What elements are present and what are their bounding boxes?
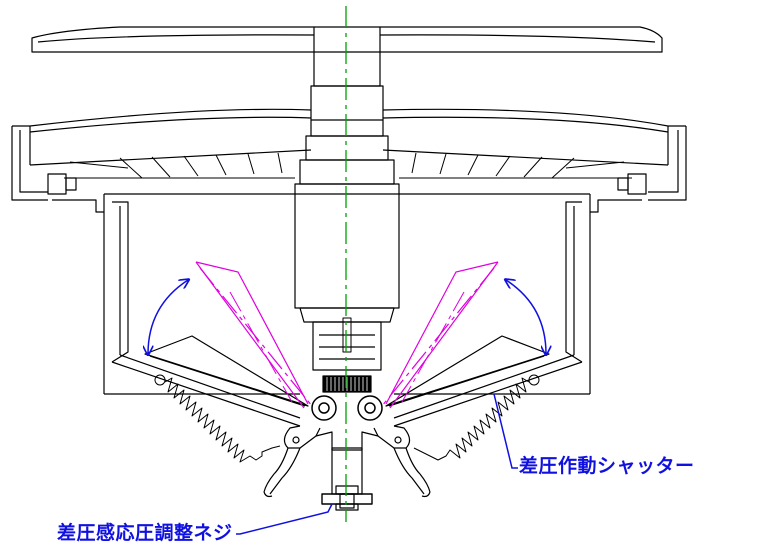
top-knob-cap: [31, 26, 663, 53]
flap-alt-position-right: [381, 261, 499, 409]
pressure-adjust-screw: [321, 493, 373, 511]
coil-spring-left: [154, 374, 281, 463]
linkage-bracket: [263, 425, 431, 498]
curved-double-arrow-icon: [148, 280, 188, 354]
knurled-adjust-nut: [322, 375, 372, 393]
shutter-leader-line: [493, 393, 518, 469]
screw-callout-label: 差圧感応圧調整ネジ: [57, 522, 233, 544]
grille-slats: [64, 152, 632, 179]
shutter-flap-left: [144, 335, 309, 407]
knob-shaft: [294, 51, 400, 371]
flap-alt-position-left: [195, 261, 313, 409]
pivot-bolt-left: [311, 395, 337, 421]
screw-leader-line: [236, 503, 333, 535]
coil-spring-right: [413, 374, 540, 461]
dome-lid: [11, 108, 687, 201]
shutter-flap-right: [385, 335, 550, 407]
pivot-bolt-right: [357, 395, 383, 421]
lid-latch-left: [47, 173, 77, 195]
curved-double-arrow-icon: [506, 280, 546, 354]
shutter-callout-label: 差圧作動シャッター: [519, 455, 695, 477]
lid-latch-right: [617, 173, 647, 195]
